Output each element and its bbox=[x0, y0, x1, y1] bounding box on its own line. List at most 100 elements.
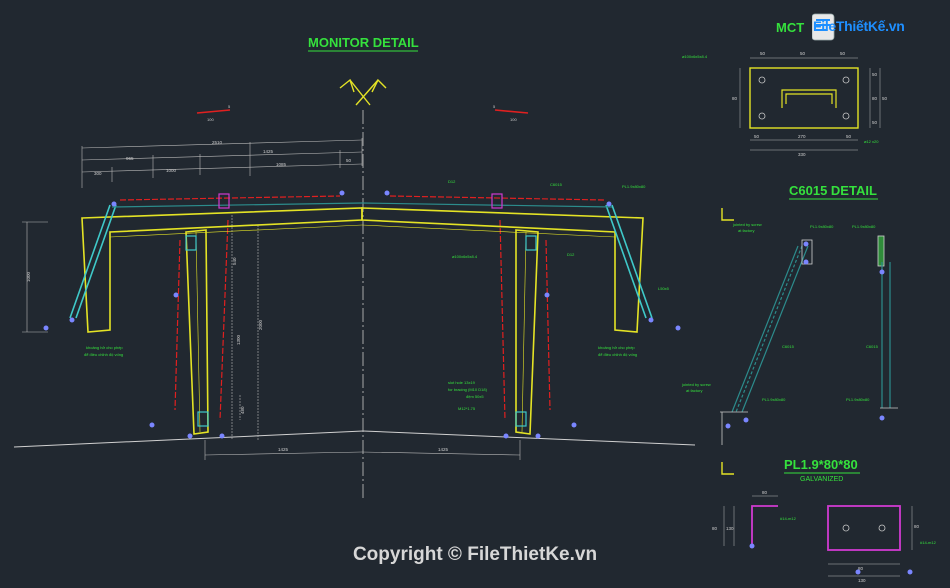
north-arrow-symbol bbox=[339, 78, 387, 106]
c-note-joint2: at factory bbox=[738, 228, 754, 233]
mct-dim-r2: 80 bbox=[872, 96, 878, 101]
top-rafters bbox=[111, 202, 613, 208]
c-note-pl3: PL1.9x80x80 bbox=[762, 397, 786, 402]
pl-l-plate bbox=[751, 505, 778, 546]
pl-note-m14a: #14-m12 bbox=[780, 516, 797, 521]
c-note-pl1: PL1.9x80x80 bbox=[810, 224, 834, 229]
svg-text:100: 100 bbox=[207, 117, 214, 122]
note-right-2: để điều chỉnh độ vống bbox=[598, 352, 637, 357]
pl-dim-w: 80 bbox=[762, 490, 768, 495]
dim-540: 540 bbox=[232, 257, 237, 265]
mct-dim-r1: 50 bbox=[872, 72, 878, 77]
c-note-joint3: jointed by screw bbox=[681, 382, 711, 387]
left-side-dimension bbox=[22, 221, 48, 333]
filethietke-logo[interactable] bbox=[811, 12, 920, 42]
dim-1085: 1085 bbox=[276, 162, 287, 167]
copyright-watermark: Copyright © FileThietKe.vn bbox=[352, 544, 598, 565]
label-slot2: for bracing (M10 D18) bbox=[448, 387, 488, 392]
mct-dim-r4: 50 bbox=[882, 96, 888, 101]
cyan-plates bbox=[185, 235, 537, 427]
dim-480: 480 bbox=[240, 406, 245, 414]
pl-title: PL1.9*80*80 bbox=[784, 457, 858, 472]
label-l50: L50x5 bbox=[658, 286, 670, 291]
pl-square-dims bbox=[828, 506, 913, 577]
dim-1425: 1425 bbox=[263, 149, 274, 154]
slope-indicator-left: 5 100 bbox=[196, 104, 231, 122]
svg-text:5: 5 bbox=[493, 104, 496, 109]
label-pl-top: PL1.9x80x80 bbox=[622, 184, 646, 189]
label-d12-top: D12 bbox=[448, 179, 456, 184]
ground-line-right bbox=[362, 430, 696, 446]
mct-title: MCT bbox=[776, 20, 804, 35]
c6015-base bbox=[720, 407, 898, 445]
pl-bolt-2 bbox=[855, 569, 861, 575]
label-slot3: đệm 50x5 bbox=[466, 394, 484, 399]
c6015-top-plate-2 bbox=[877, 235, 885, 267]
pl-bolt-3 bbox=[907, 569, 913, 575]
c6015-slanted-member bbox=[731, 245, 809, 413]
bolts bbox=[43, 190, 681, 439]
mct-channel bbox=[781, 89, 837, 108]
note-left-1: khoảng hở cho phép bbox=[86, 345, 123, 350]
pl-dim-b1: 130 bbox=[858, 578, 866, 583]
label-bolt: M12*1.75 bbox=[458, 406, 476, 411]
dim-left-1000: 1000 bbox=[26, 271, 31, 282]
monitor-frame bbox=[81, 207, 644, 435]
pl-dim-h2: 130 bbox=[726, 526, 734, 531]
pl-l-plate-dims bbox=[723, 495, 778, 546]
c6015-bolts bbox=[725, 241, 885, 429]
mct-dim-b4: 330 bbox=[798, 152, 806, 157]
red-braces bbox=[119, 195, 606, 421]
mct-dim-t2: 50 bbox=[800, 51, 806, 56]
label-d12-side: D12 bbox=[567, 252, 575, 257]
mct-dim-t1: 50 bbox=[760, 51, 766, 56]
c-note-c6015a: C6015 bbox=[782, 344, 795, 349]
dim-bottom-left: 1425 bbox=[278, 447, 289, 452]
dim-bottom-right: 1425 bbox=[438, 447, 449, 452]
c-note-pl2: PL1.9x80x80 bbox=[852, 224, 876, 229]
mct-dim-t3: 50 bbox=[840, 51, 846, 56]
mct-holes bbox=[758, 76, 850, 120]
cyan-bracing bbox=[69, 204, 653, 319]
svg-text:5: 5 bbox=[228, 104, 231, 109]
ground-line-left bbox=[13, 430, 364, 448]
pl-bolt-1 bbox=[749, 543, 755, 549]
top-dimension-chain bbox=[81, 138, 363, 188]
pl-square-holes bbox=[842, 524, 886, 532]
mct-dim-b1: 50 bbox=[754, 134, 760, 139]
dim-1000: 1000 bbox=[166, 168, 177, 173]
pl-note-m14b: #14-m12 bbox=[920, 540, 937, 545]
pl-galvanized: GALVANIZED bbox=[800, 476, 843, 483]
mct-dims bbox=[739, 57, 881, 151]
dim-50: 50 bbox=[346, 158, 352, 163]
section-marker-bottom bbox=[721, 462, 734, 475]
mct-dim-l1: 80 bbox=[732, 96, 738, 101]
label-slot: slot hole 13x19 bbox=[448, 380, 476, 385]
dim-965: 965 bbox=[126, 156, 134, 161]
magenta-plates bbox=[218, 193, 503, 209]
pl-square-plate bbox=[827, 505, 901, 551]
logo-graphic bbox=[811, 13, 835, 41]
note-right-1: khoảng hở cho phép bbox=[598, 345, 635, 350]
label-c6015: C6015 bbox=[550, 182, 563, 187]
c-note-joint1: jointed by screw bbox=[732, 222, 762, 227]
mct-dim-b2: 270 bbox=[798, 134, 806, 139]
mct-plate bbox=[749, 67, 859, 129]
mct-dim-b3: 50 bbox=[846, 134, 852, 139]
monitor-inner-lines bbox=[109, 224, 616, 433]
c6015-title: C6015 DETAIL bbox=[789, 183, 877, 198]
mct-hole-label: ⌀12 x20 bbox=[864, 139, 879, 144]
section-marker-top bbox=[721, 208, 734, 221]
logo-text[interactable]: FileThiếtKế.vn bbox=[813, 18, 905, 34]
pl-dim-h1: 80 bbox=[712, 526, 718, 531]
c-note-joint4: at factory bbox=[686, 388, 702, 393]
mct-label: ⌀100x6x5x8.4 bbox=[682, 54, 708, 59]
c6015-vertical-member bbox=[881, 262, 891, 408]
monitor-detail-title: MONITOR DETAIL bbox=[308, 35, 419, 50]
mct-dim-r3: 50 bbox=[872, 120, 878, 125]
dim-300: 300 bbox=[94, 171, 102, 176]
dim-1300: 1300 bbox=[236, 334, 241, 345]
dim-2510: 2510 bbox=[212, 140, 223, 145]
label-100: ⌀100x6x5x8.4 bbox=[452, 254, 478, 259]
pl-dim-b2: 80 bbox=[858, 566, 864, 571]
